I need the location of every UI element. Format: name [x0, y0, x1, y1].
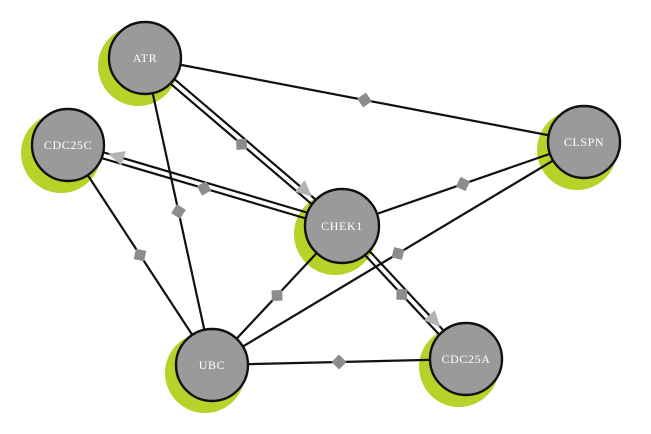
interaction-diamond-icon — [171, 204, 186, 219]
node-chek1[interactable] — [303, 187, 381, 265]
interaction-diamond-icon — [455, 176, 471, 192]
node-clspn[interactable] — [546, 104, 622, 180]
arrowhead-icon — [108, 151, 126, 166]
interaction-diamond-icon — [391, 247, 405, 260]
arrowhead-icon — [423, 310, 441, 327]
interaction-diamond-icon — [357, 92, 372, 108]
node-atr[interactable] — [107, 20, 183, 96]
interaction-diamond-icon — [196, 181, 212, 196]
node-cdc25a[interactable] — [428, 321, 504, 397]
edge-marker-layer — [108, 92, 471, 370]
interaction-diamond-icon — [235, 138, 248, 150]
interaction-diamond-icon — [133, 248, 147, 262]
node-cdc25c[interactable] — [30, 107, 106, 183]
interaction-diamond-icon — [331, 354, 347, 370]
arrowhead-icon — [294, 180, 312, 197]
interaction-diamond-icon — [271, 290, 283, 301]
node-ubc[interactable] — [174, 327, 250, 403]
interaction-diamond-icon — [396, 289, 408, 301]
